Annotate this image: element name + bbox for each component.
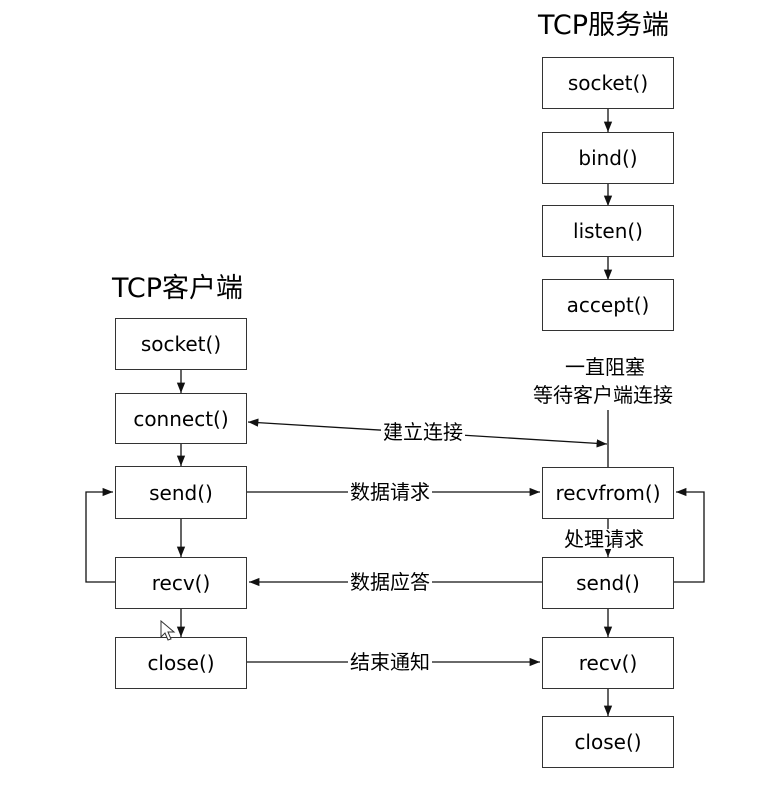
server-loop-arrow [674,487,705,583]
server-socket-box: socket() [542,57,674,109]
server-close-box: close() [542,716,674,768]
server-listen-box: listen() [542,205,674,257]
client-recv-box: recv() [115,557,247,609]
block-note-line2: 等待客户端连接 [531,383,675,407]
block-note-line1: 一直阻塞 [563,355,647,379]
client-title: TCP客户端 [112,273,244,304]
mouse-pointer-icon [160,620,176,641]
process-note: 处理请求 [562,527,646,551]
client-socket-box: socket() [115,318,247,370]
server-title: TCP服务端 [538,10,670,41]
client-send-box: send() [115,466,247,519]
response-link-label: 数据应答 [348,570,432,594]
client-loop-arrow [85,487,115,583]
finish-link-label: 结束通知 [348,650,432,674]
server-bind-box: bind() [542,132,674,184]
server-send-box: send() [542,557,674,609]
server-accept-box: accept() [542,279,674,331]
connect-link-label: 建立连接 [381,420,465,444]
request-link-label: 数据请求 [348,480,432,504]
server-recvfrom-box: recvfrom() [542,467,674,519]
client-close-box: close() [115,637,247,689]
client-connect-box: connect() [115,393,247,444]
server-recv-box: recv() [542,637,674,689]
